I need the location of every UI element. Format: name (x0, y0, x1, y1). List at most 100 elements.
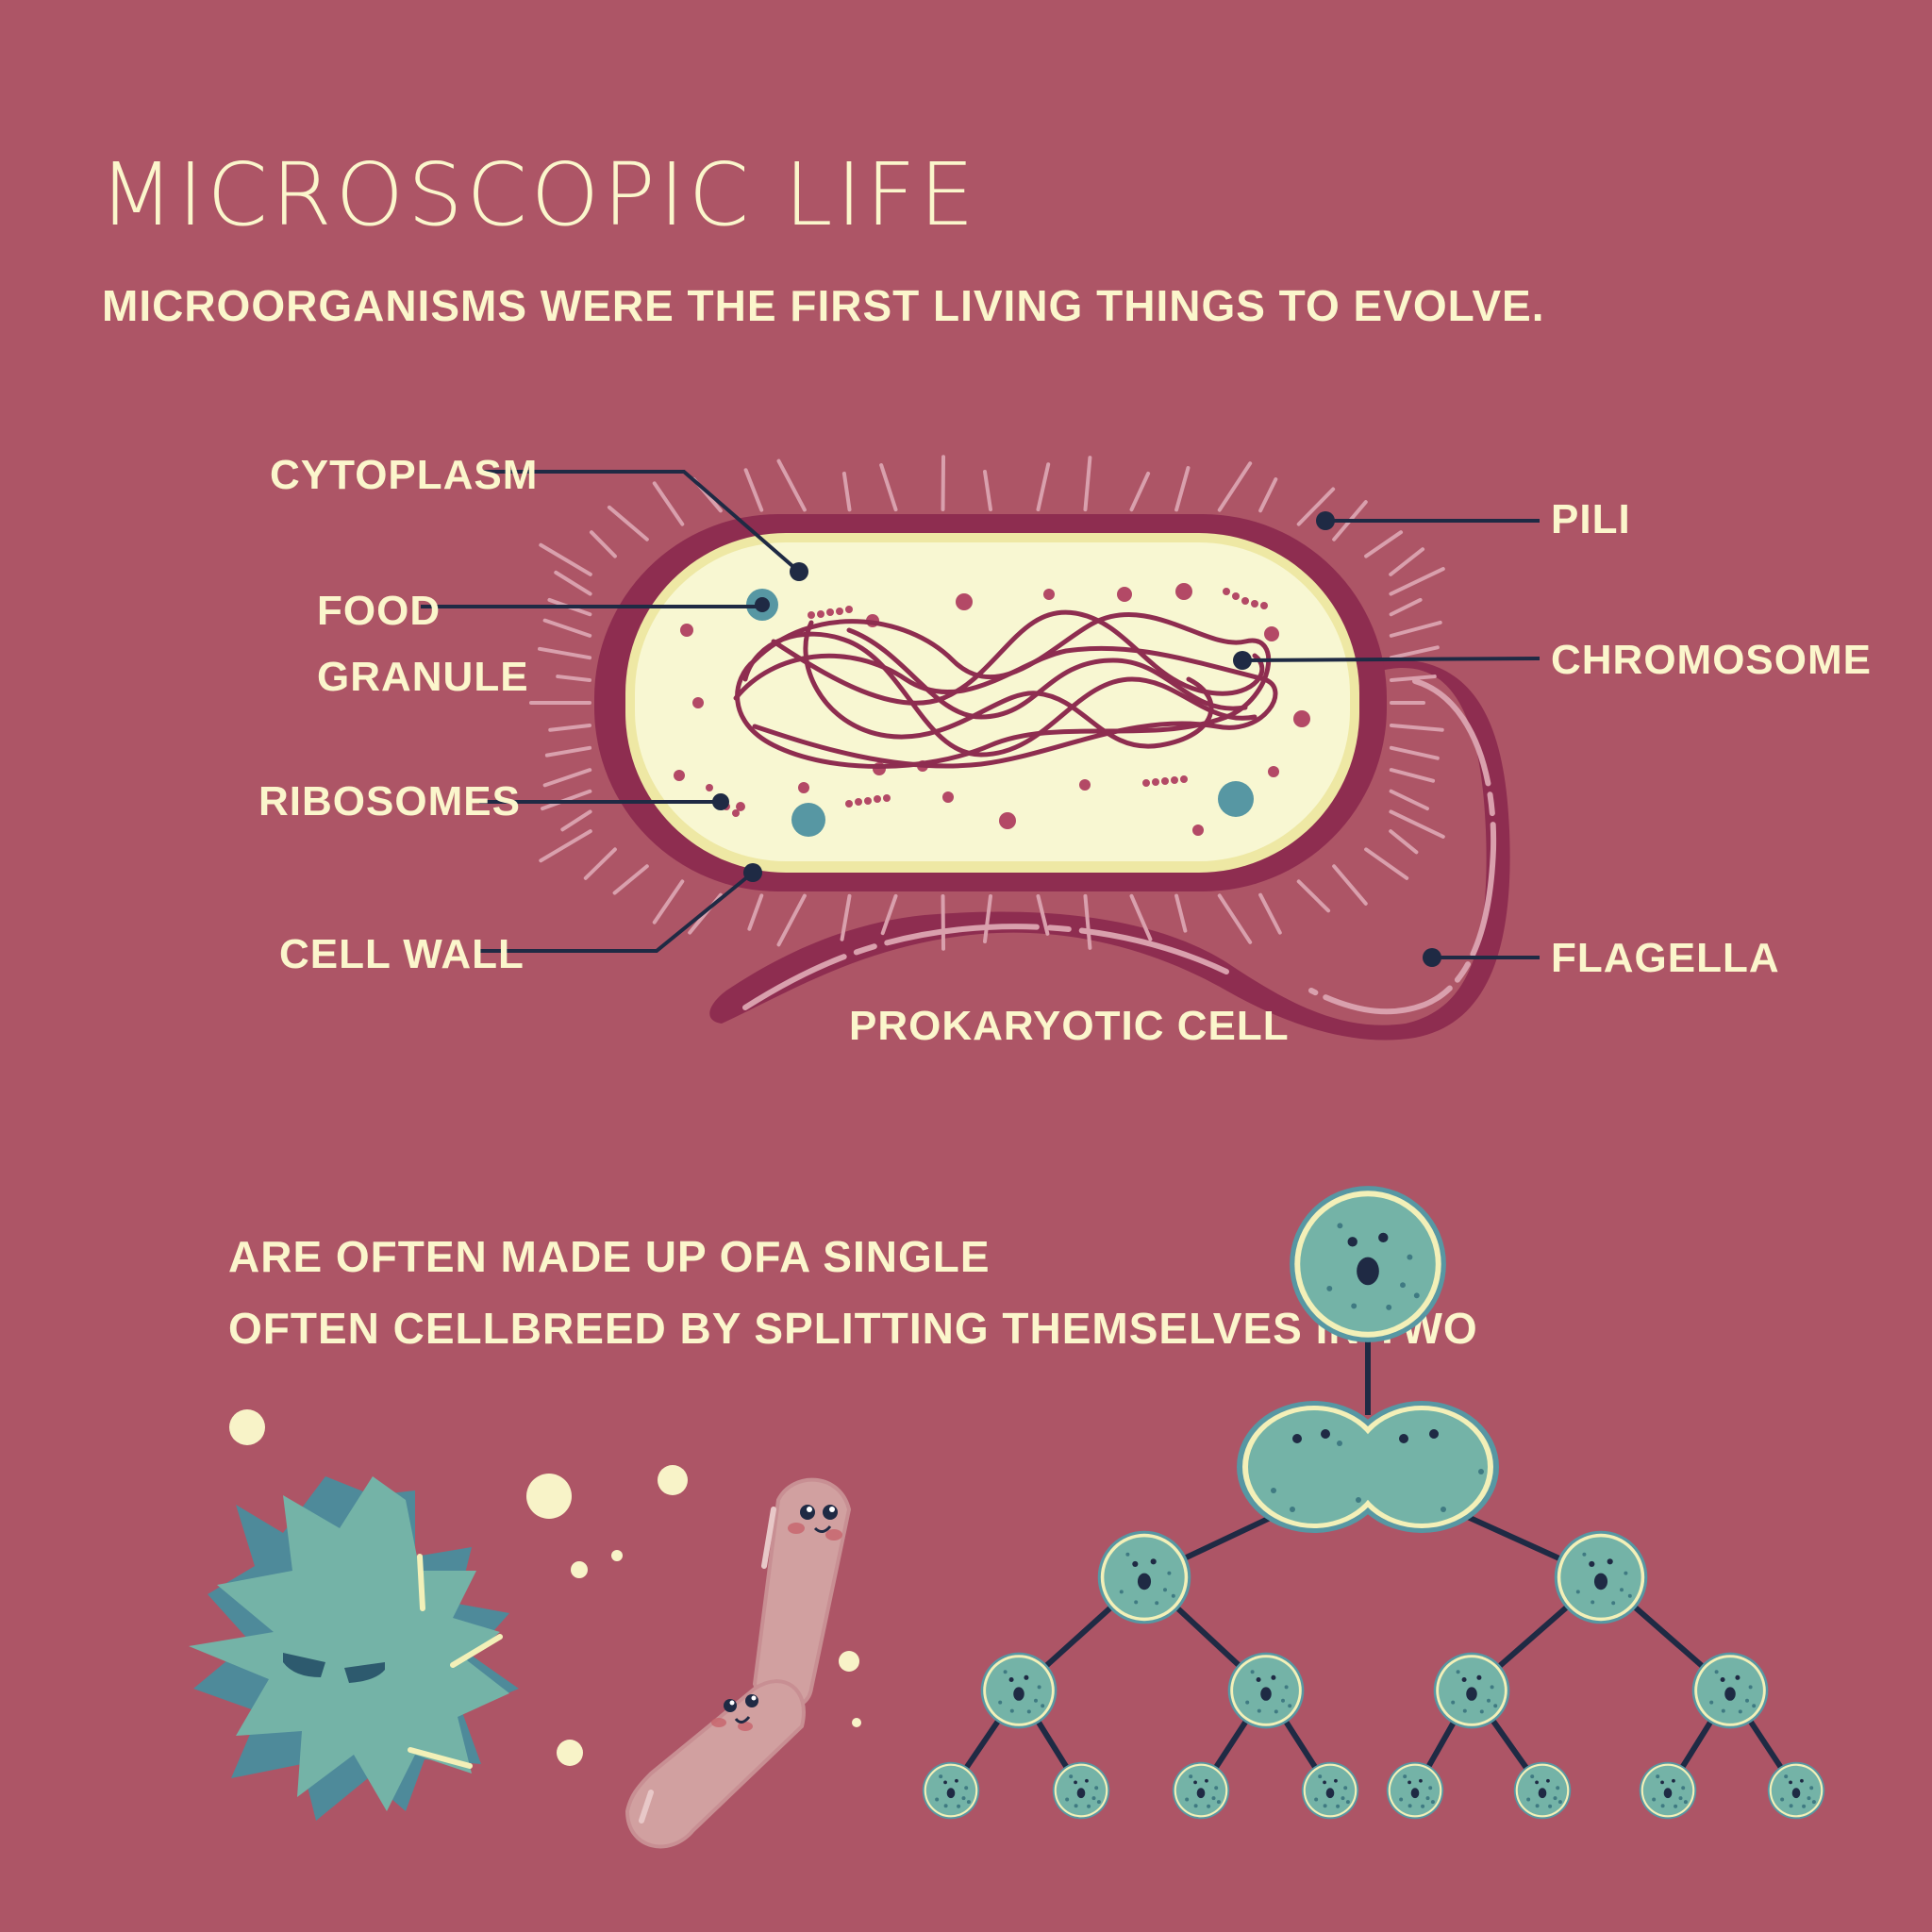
pilus (1332, 864, 1368, 906)
pilus (554, 570, 592, 596)
pilus (879, 463, 898, 512)
bacterium-cell (1433, 1652, 1510, 1729)
bacterium-cell (1767, 1761, 1825, 1820)
pilus (880, 893, 898, 936)
rod-bacteria (625, 1477, 852, 1849)
pilus (776, 458, 807, 512)
pilus (607, 505, 649, 541)
label-flagella: FLAGELLA (1551, 935, 1780, 981)
pilus (1389, 675, 1437, 682)
bacterium-cell (1639, 1761, 1697, 1820)
pilus (1389, 597, 1423, 617)
pilus (542, 768, 592, 788)
pilus (1174, 893, 1188, 933)
pilus (1083, 893, 1092, 950)
pilus (1036, 462, 1051, 512)
pilus (840, 893, 852, 941)
pilus (1389, 745, 1440, 760)
pilus (776, 893, 807, 947)
binary-fission-tree (922, 1186, 1825, 1820)
bacterium-cell (1227, 1652, 1305, 1729)
pilus (1389, 547, 1425, 576)
bacterium-cell (1052, 1761, 1110, 1820)
pilus (538, 646, 592, 660)
ribosome-dots (674, 583, 1310, 836)
label-cell-wall: CELL WALL (279, 931, 525, 977)
pilus (1036, 893, 1050, 936)
pilus (941, 455, 946, 512)
label-ribosomes: RIBOSOMES (258, 778, 521, 824)
pilus (941, 893, 946, 951)
label-cytoplasm: CYTOPLASM (270, 452, 538, 498)
leader-dots (712, 511, 1441, 967)
leader-lines (421, 470, 1541, 959)
food-granules (746, 589, 1254, 837)
label-pili: PILI (1551, 496, 1631, 542)
chromosome-shape (733, 609, 1278, 769)
label-chromosome: CHROMOSOME (1551, 637, 1872, 683)
pilus (1389, 620, 1442, 638)
pilus (548, 724, 592, 732)
flagella-highlight-lower (742, 924, 1229, 1010)
label-food-granule-line2: GRANULE (317, 654, 529, 700)
page-subtitle: MICROORGANISMS WERE THE FIRST LIVING THI… (102, 281, 1544, 330)
bubbles (229, 1409, 861, 1766)
cell-caption: PROKARYOTIC CELL (849, 1003, 1290, 1049)
bacterium-cell (1386, 1761, 1444, 1820)
pilus (1258, 477, 1278, 513)
pilus (542, 618, 592, 638)
fact-line-1: ARE OFTEN MADE UP OFA SINGLE (228, 1232, 991, 1281)
pilus (747, 893, 764, 931)
label-food-granule-line1: FOOD (317, 588, 441, 634)
pilus (1389, 724, 1444, 732)
pilus (544, 745, 592, 758)
pilus (1129, 893, 1153, 941)
pilus (1389, 645, 1440, 660)
pilus (1364, 847, 1409, 880)
bacterium-cell (1691, 1652, 1769, 1729)
pilus (1083, 456, 1092, 512)
page-title: MICROSCOPIC LIFE (99, 144, 978, 245)
bacterium-cell (922, 1761, 980, 1820)
pilus (983, 894, 992, 943)
pilus (1364, 530, 1404, 558)
bacterium-cell (980, 1652, 1058, 1729)
dividing-cell (1237, 1401, 1499, 1533)
pilus (1389, 789, 1429, 811)
fact-line-2: OFTEN CELLBREED BY SPLITTING THEMSELVES … (228, 1304, 1478, 1353)
pilus (1389, 829, 1419, 855)
pilus (1389, 809, 1445, 839)
pilus (743, 468, 764, 512)
spiky-bacterium (189, 1476, 519, 1821)
pilus (556, 675, 592, 682)
bacterium-cell (1172, 1761, 1230, 1820)
pilus (1217, 461, 1253, 512)
pilus (1389, 768, 1436, 783)
pilus (1389, 567, 1445, 596)
pilus (983, 470, 992, 511)
pilus (1217, 893, 1253, 944)
pilus (652, 481, 685, 526)
pilus (589, 530, 617, 558)
pilus (841, 471, 852, 512)
flagella-shape (709, 659, 1510, 1041)
pilus (539, 542, 592, 576)
pilus (1296, 487, 1336, 526)
prokaryotic-cell: CYTOPLASM FOOD GRANULE RIBOSOMES CELL WA… (258, 452, 1872, 1049)
pilus (541, 789, 592, 811)
pilus (583, 847, 617, 880)
pilus (1174, 466, 1191, 512)
bacterium-cell (1301, 1761, 1359, 1820)
pilus (560, 809, 592, 832)
bacterium-cell (1554, 1530, 1648, 1624)
pilus (539, 829, 592, 863)
bacterium-cell (1290, 1186, 1446, 1342)
pilus (1129, 471, 1151, 512)
pilus (652, 879, 685, 924)
bacterium-cell (1097, 1530, 1191, 1624)
pilus (1258, 892, 1282, 935)
flagella-highlight (1308, 678, 1497, 1015)
pilus (612, 864, 649, 895)
